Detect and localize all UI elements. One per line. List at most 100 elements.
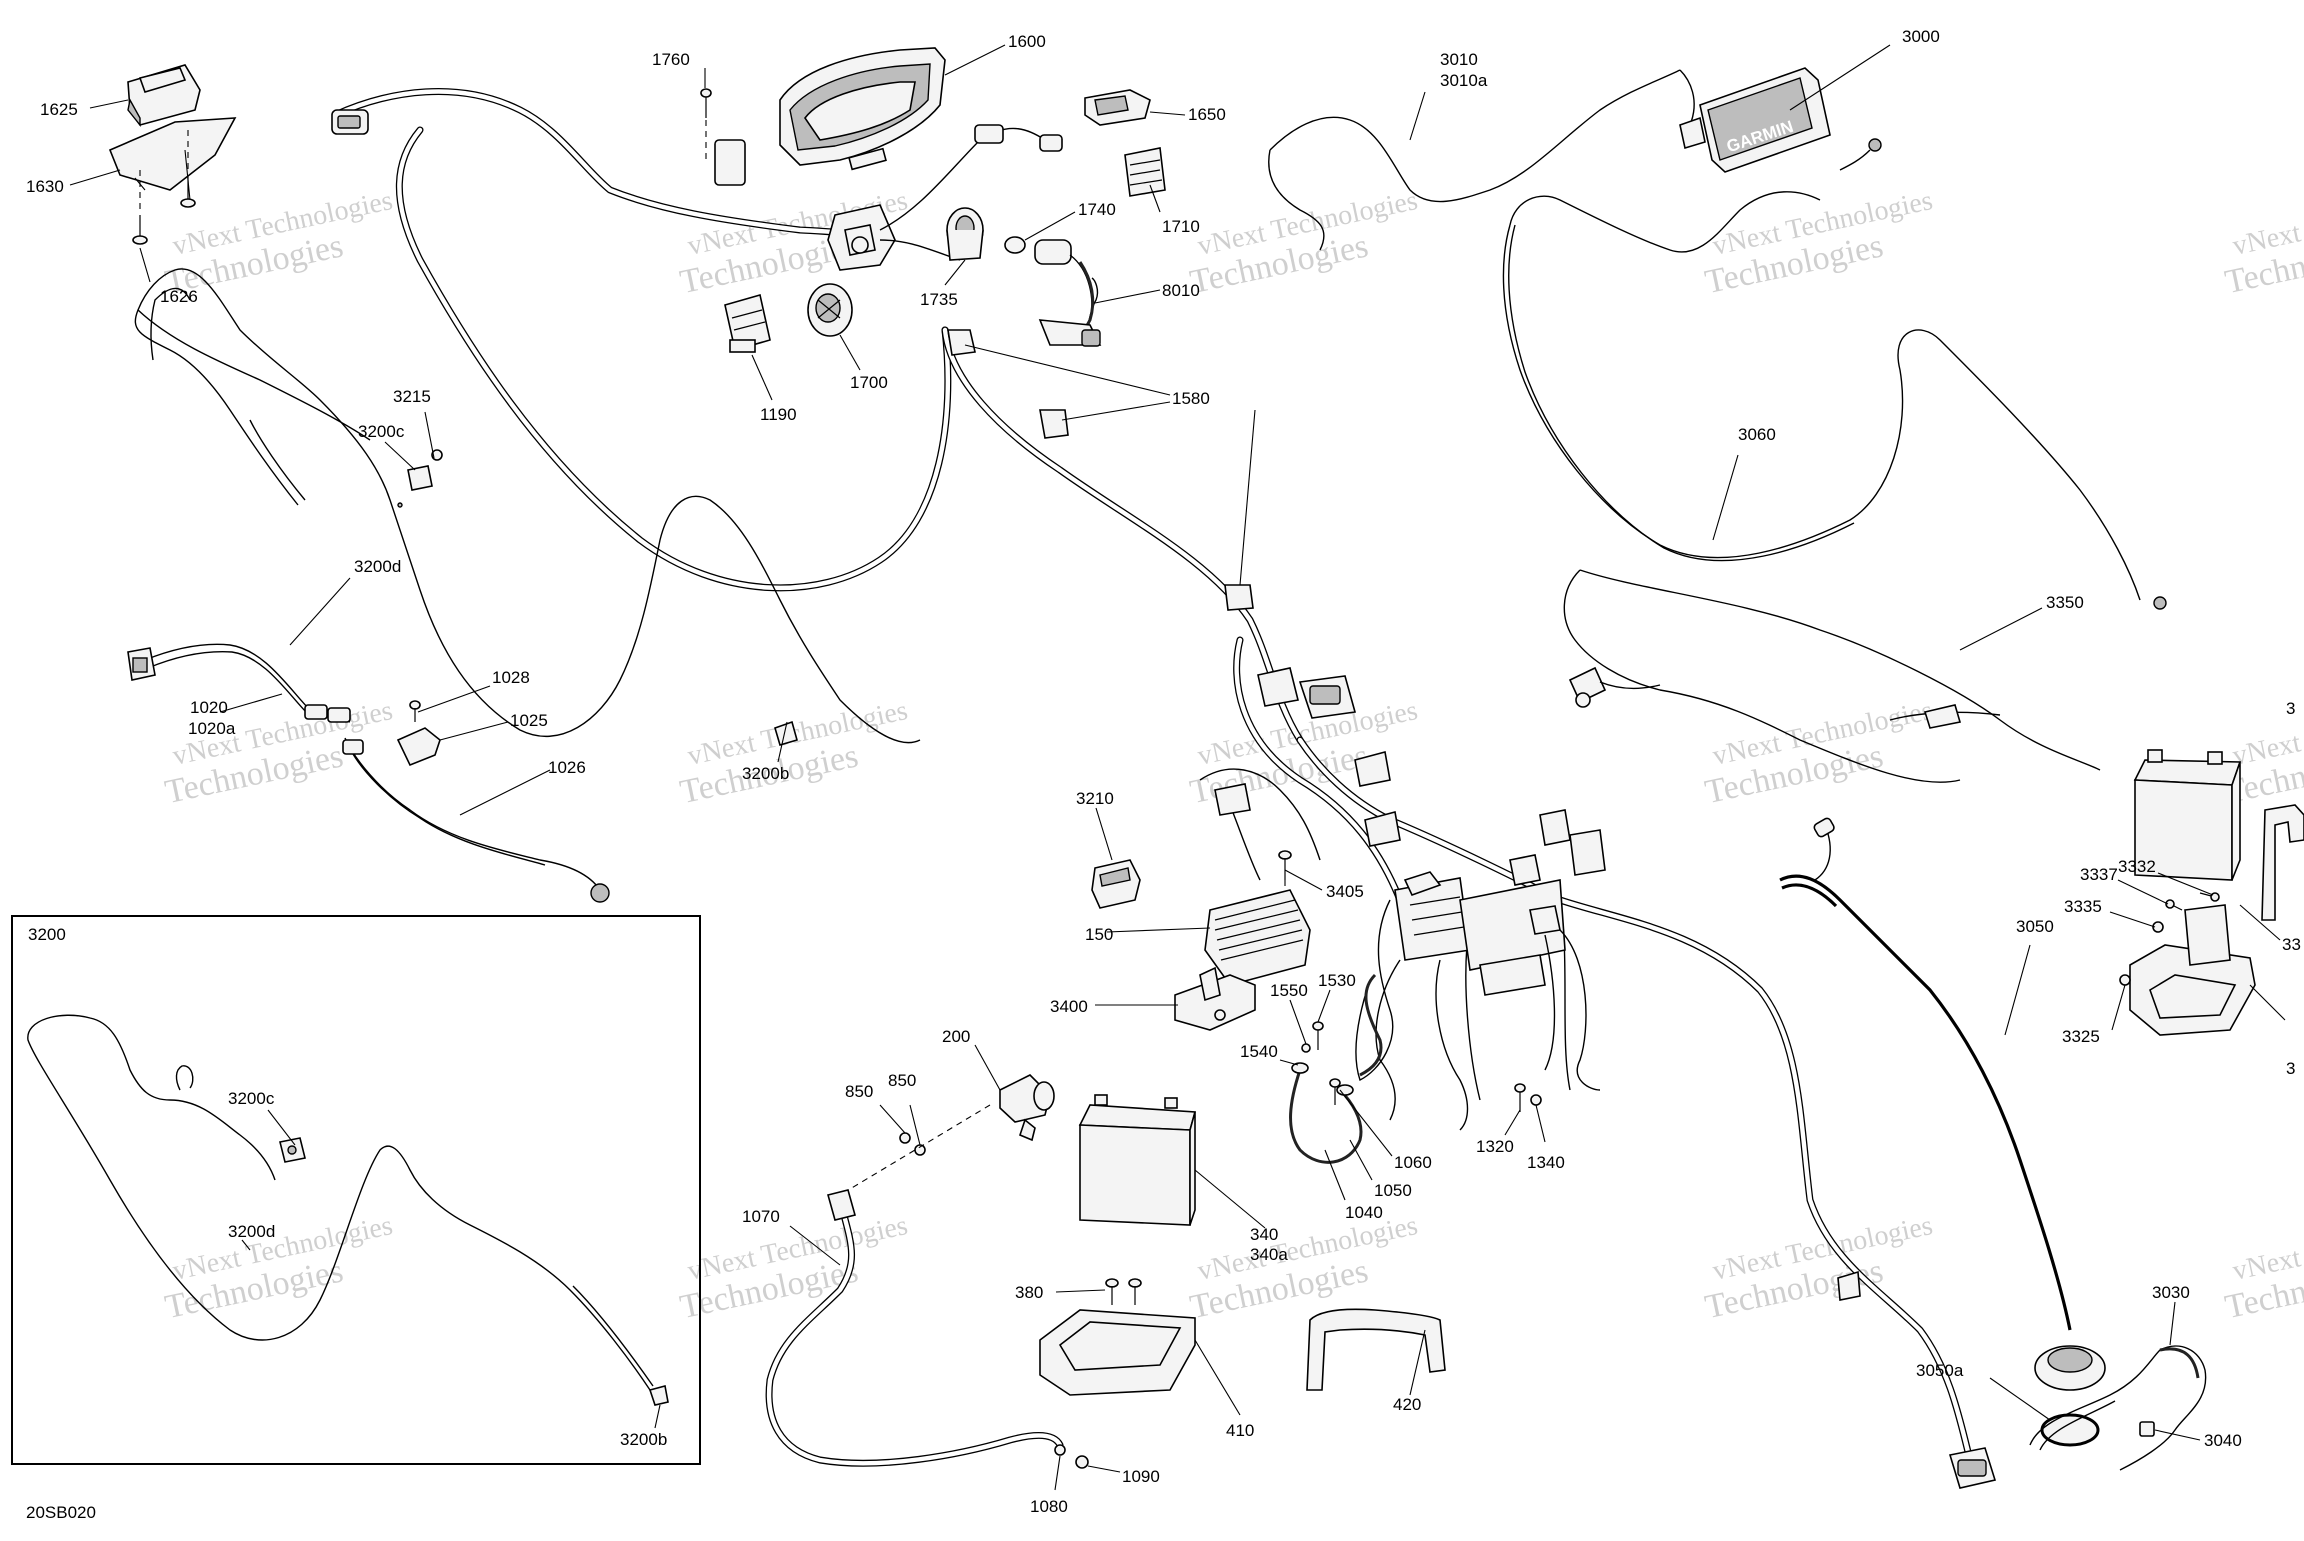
callout-3335: 3335 <box>2064 897 2102 916</box>
part-200-solenoid <box>999 1074 1055 1142</box>
callout-1040: 1040 <box>1345 1203 1383 1222</box>
callout-3030: 3030 <box>2152 1283 2190 1302</box>
part-1625-relay <box>127 64 201 127</box>
part-3335-washer <box>2152 921 2164 933</box>
part-harness-end-connector <box>1948 1447 1997 1489</box>
part-8010-socket <box>1034 239 1102 347</box>
part-sensor-right <box>1837 1270 1861 1301</box>
part-3040-clip <box>2139 1421 2155 1437</box>
part-3200c-clip <box>407 465 433 491</box>
central-fuse-box <box>1394 871 1566 996</box>
part-1550-washer <box>1301 1043 1311 1053</box>
part-380-screws <box>1105 1278 1142 1305</box>
callout-1625: 1625 <box>40 100 78 119</box>
callout-850-b: 850 <box>888 1071 916 1090</box>
wire-3010c <box>1679 69 1695 126</box>
part-3050a-gasket <box>2040 1413 2100 1447</box>
callout-3200b: 3200b <box>742 764 789 783</box>
callout-340a: 340a <box>1250 1245 1288 1264</box>
dash-connector <box>714 139 746 186</box>
callout-3010a: 3010a <box>1440 71 1488 90</box>
watermark: vNext Technologies Technologies <box>1187 1210 1421 1326</box>
callout-1050: 1050 <box>1374 1181 1412 1200</box>
callout-150: 150 <box>1085 925 1113 944</box>
part-1080-nut <box>1054 1444 1066 1456</box>
harness-connector-mid <box>1257 667 1357 719</box>
watermark: vNext Technologies Technologies <box>677 695 911 811</box>
part-3050-grommet <box>2034 1345 2106 1391</box>
callout-3050a: 3050a <box>1916 1361 1964 1380</box>
callout-1320: 1320 <box>1476 1137 1514 1156</box>
callout-1020a: 1020a <box>188 719 236 738</box>
wire-3050 <box>1779 874 2072 1331</box>
wire-end-dot <box>397 502 403 508</box>
callout-1740: 1740 <box>1078 200 1116 219</box>
part-1070-cable <box>765 1189 1064 1467</box>
callout-3040: 3040 <box>2204 1431 2242 1450</box>
callout-3000: 3000 <box>1902 27 1940 46</box>
part-3330-tray <box>2129 904 2256 1036</box>
callout-3215: 3215 <box>393 387 431 406</box>
callout-1530: 1530 <box>1318 971 1356 990</box>
part-150-regulator <box>1204 889 1311 986</box>
callout-1020: 1020 <box>190 698 228 717</box>
part-3405-screw <box>1278 850 1292 910</box>
part-1626-screws <box>132 130 196 245</box>
callout-850-a: 850 <box>845 1082 873 1101</box>
part-1040-cable <box>1289 1062 1363 1164</box>
callout-1025: 1025 <box>510 711 548 730</box>
wire-3010 <box>1269 69 1681 203</box>
ring-terminal-1026 <box>590 883 610 903</box>
callout-3405: 3405 <box>1326 882 1364 901</box>
part-1320-screw <box>1514 1083 1526 1112</box>
inset-wire-3200 <box>27 1014 654 1391</box>
connector-plug-top-left <box>331 109 369 135</box>
callout-1760: 1760 <box>652 50 690 69</box>
callout-labels: 1625 1630 1626 1760 1600 1650 1740 1710 … <box>26 27 2301 1522</box>
wire-3010b <box>1268 149 1325 251</box>
callout-340: 340 <box>1250 1225 1278 1244</box>
part-1020-connector <box>127 647 156 681</box>
part-1700-connector <box>807 283 853 337</box>
watermark: vNext Technologies Technologies <box>2222 1210 2304 1326</box>
callout-33-edge: 33 <box>2282 935 2301 954</box>
callout-3-edge-lower: 3 <box>2286 1059 2295 1078</box>
connector-group-upper-right <box>1214 751 1606 935</box>
part-1740-nut <box>1004 236 1026 254</box>
part-3332-screw <box>2199 892 2220 902</box>
part-1630-bracket <box>108 117 237 191</box>
callout-3325: 3325 <box>2062 1027 2100 1046</box>
part-1190-connector <box>724 293 771 353</box>
callout-1080: 1080 <box>1030 1497 1068 1516</box>
drawing-code: 20SB020 <box>26 1503 96 1522</box>
callout-380: 380 <box>1015 1283 1043 1302</box>
callout-3010: 3010 <box>1440 50 1478 69</box>
harness-connector-cluster <box>827 124 1063 271</box>
part-1090-washer <box>1075 1455 1089 1469</box>
callout-3350: 3350 <box>2046 593 2084 612</box>
harness-branch-mid <box>1359 929 1601 1131</box>
inset-part-3200c <box>279 1137 306 1163</box>
wire-1020b <box>147 650 311 717</box>
callout-3332: 3332 <box>2118 857 2156 876</box>
part-1340-washer <box>1530 1094 1542 1106</box>
wire-3060 <box>1502 191 2141 783</box>
part-3000-display: GARMIN <box>1679 67 1831 173</box>
wire-3200d <box>134 268 921 744</box>
part-3350-socket <box>1568 666 2001 729</box>
inset-callout-3200b: 3200b <box>620 1430 667 1449</box>
callout-3060: 3060 <box>1738 425 1776 444</box>
part-1735-switch <box>946 207 984 261</box>
callout-420: 420 <box>1393 1395 1421 1414</box>
callout-1026: 1026 <box>548 758 586 777</box>
callout-1550: 1550 <box>1270 981 1308 1000</box>
wire-end-3050 <box>1813 817 1835 838</box>
callout-1700: 1700 <box>850 373 888 392</box>
callout-1060: 1060 <box>1394 1153 1432 1172</box>
inset-callout-3200d: 3200d <box>228 1222 275 1241</box>
part-3325-nut <box>2119 974 2131 986</box>
part-1028-screw <box>409 700 421 722</box>
callout-1735: 1735 <box>920 290 958 309</box>
watermark: vNext Technologies Technologies <box>1702 695 1936 811</box>
